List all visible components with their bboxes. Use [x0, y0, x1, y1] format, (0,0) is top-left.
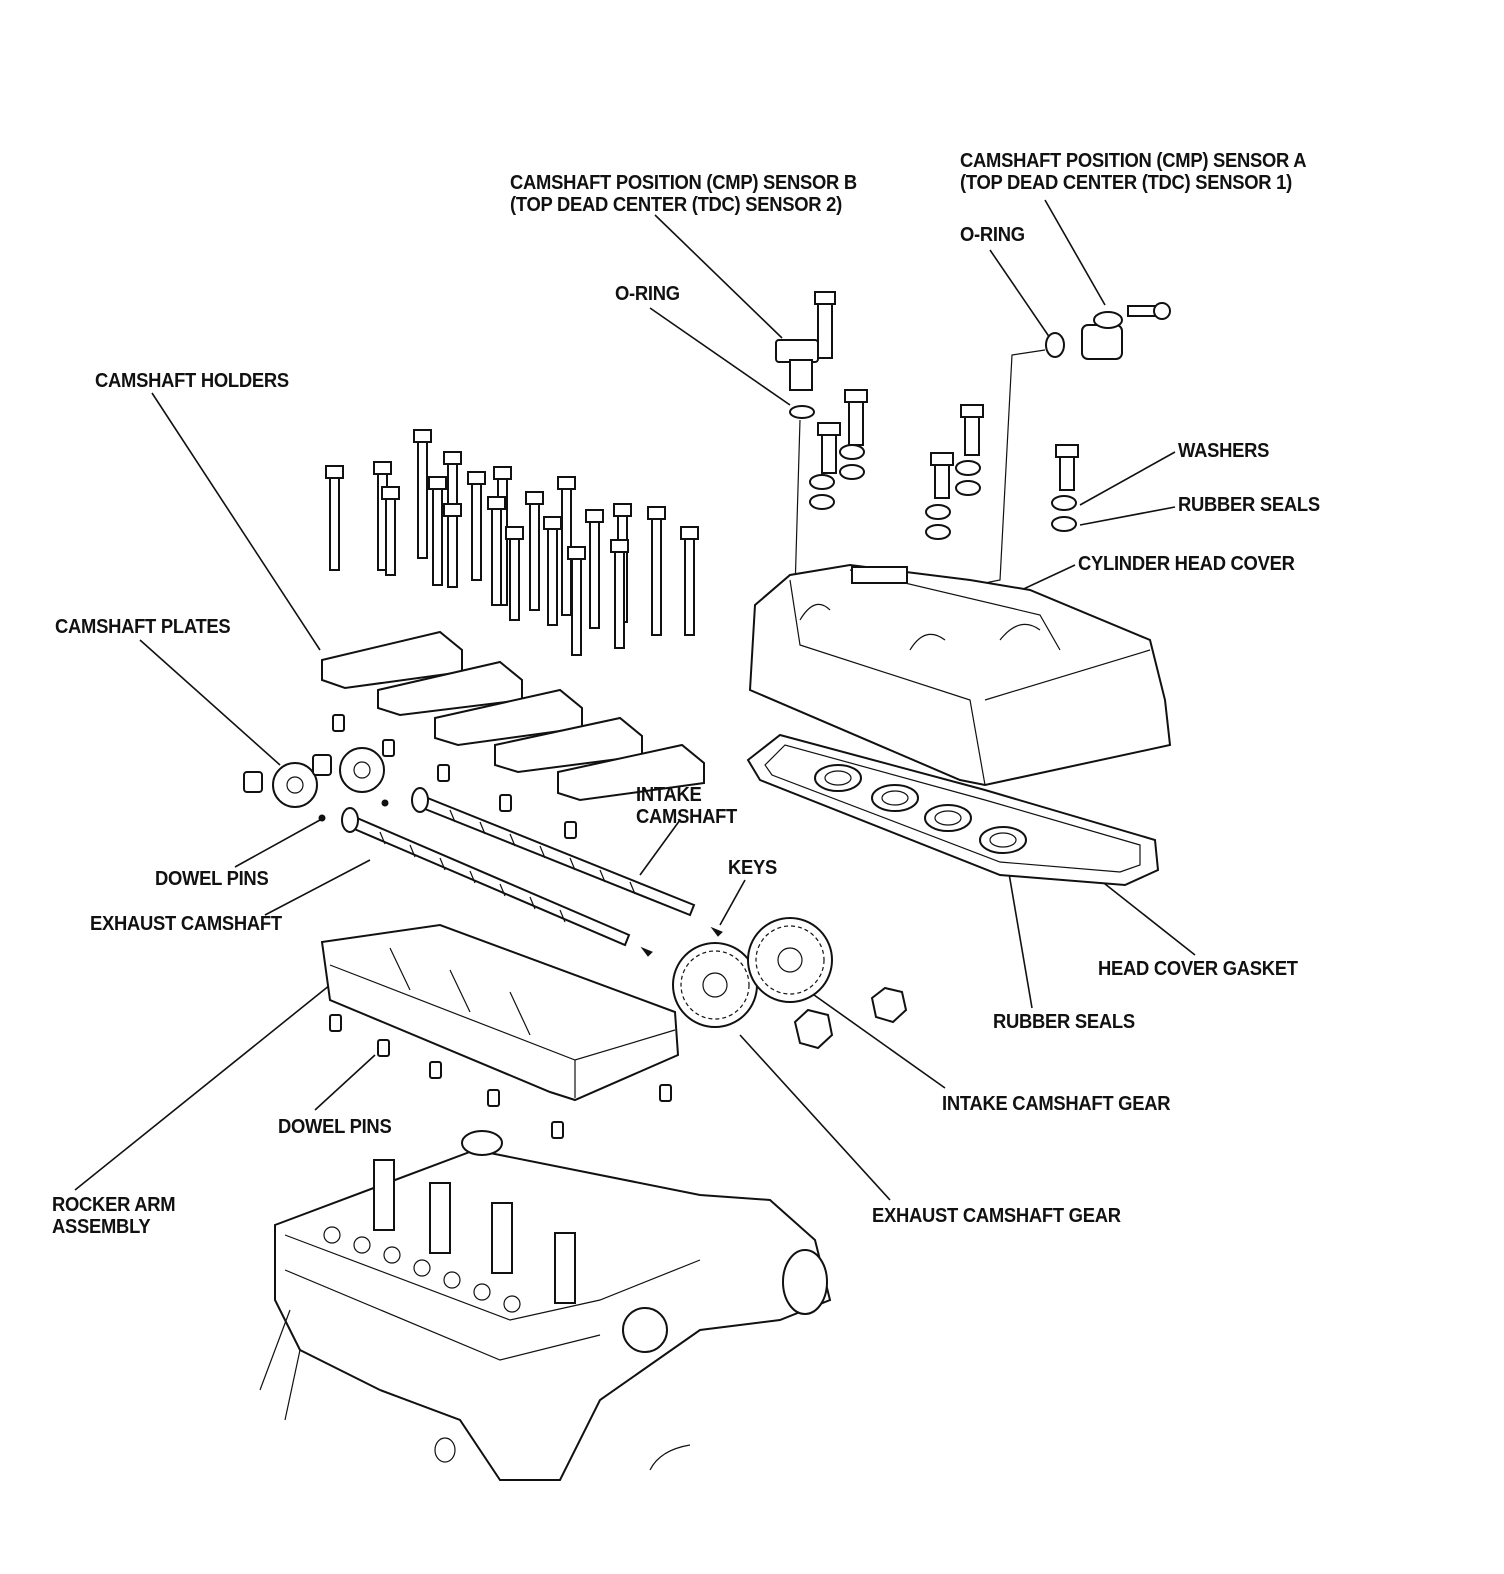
o-ring-a-part [1045, 332, 1065, 358]
leader-intake-camshaft-gear [799, 984, 946, 1089]
label-cmp-sensor-b: CAMSHAFT POSITION (CMP) SENSOR B (TOP DE… [510, 172, 857, 216]
leader-lines [74, 199, 1196, 1201]
camshaft-plates-parts [243, 747, 385, 808]
label-keys: KEYS [728, 857, 778, 879]
keys-parts [640, 926, 723, 957]
label-cylinder-head-cover: CYLINDER HEAD COVER [1078, 553, 1295, 575]
cylinder-head-part [259, 1130, 832, 1481]
label-dowel-pins-upper: DOWEL PINS [155, 868, 269, 890]
leader-camshaft-plates [139, 639, 281, 766]
intake-camshaft-part [411, 787, 696, 917]
leader-rocker-arm-assembly [74, 984, 331, 1191]
label-exhaust-camshaft: EXHAUST CAMSHAFT [90, 913, 282, 935]
label-o-ring-b: O-RING [615, 283, 680, 305]
exhaust-camshaft-part [341, 807, 631, 947]
label-rocker-arm-assembly-line-2: ASSEMBLY [52, 1216, 151, 1238]
label-dowel-pins-lower: DOWEL PINS [278, 1116, 392, 1138]
leader-o-ring-b [649, 307, 791, 406]
rocker-arm-assembly-part [320, 923, 680, 1102]
gear-bolts-parts [793, 986, 908, 1050]
label-cmp-sensor-b-line-1: CAMSHAFT POSITION (CMP) SENSOR B [510, 172, 857, 194]
label-camshaft-holders: CAMSHAFT HOLDERS [95, 370, 289, 392]
label-cmp-sensor-a-line-1: CAMSHAFT POSITION (CMP) SENSOR A [960, 150, 1307, 172]
leader-washers [1079, 451, 1176, 506]
label-cmp-sensor-a-line-2: (TOP DEAD CENTER (TDC) SENSOR 1) [960, 172, 1292, 194]
o-ring-b-part [789, 405, 815, 419]
label-o-ring-a: O-RING [960, 224, 1025, 246]
exhaust-camshaft-gear-part [672, 942, 758, 1028]
head-cover-gasket-part [746, 733, 1160, 887]
label-head-cover-gasket: HEAD COVER GASKET [1098, 958, 1298, 980]
label-intake-camshaft-line-2: CAMSHAFT [636, 806, 738, 828]
cmp-sensor-a-part [1081, 302, 1171, 360]
leader-cmp-sensor-b [654, 214, 783, 339]
leader-cmp-sensor-a [1044, 199, 1106, 306]
label-washers: WASHERS [1178, 440, 1270, 462]
leader-dowel-pins-upper [234, 819, 321, 868]
label-intake-camshaft: INTAKE CAMSHAFT [636, 784, 737, 828]
label-rocker-arm-assembly: ROCKER ARM ASSEMBLY [52, 1194, 176, 1238]
label-rocker-arm-assembly-line-1: ROCKER ARM [52, 1194, 176, 1216]
leader-exhaust-camshaft [264, 859, 371, 916]
leader-exhaust-camshaft-gear [739, 1034, 891, 1201]
label-intake-camshaft-gear: INTAKE CAMSHAFT GEAR [942, 1093, 1171, 1115]
leader-o-ring-a [989, 249, 1051, 339]
head-cover-bolts [809, 389, 1079, 540]
label-cmp-sensor-a: CAMSHAFT POSITION (CMP) SENSOR A (TOP DE… [960, 150, 1306, 194]
leader-intake-camshaft [639, 819, 681, 876]
cylinder-head-cover-part [748, 563, 1172, 787]
label-exhaust-camshaft-gear: EXHAUST CAMSHAFT GEAR [872, 1205, 1121, 1227]
sensor-b-drop-line [794, 419, 801, 591]
label-rubber-seals-top: RUBBER SEALS [1178, 494, 1320, 516]
leader-camshaft-holders [151, 392, 321, 651]
label-rubber-seals-bottom: RUBBER SEALS [993, 1011, 1135, 1033]
cmp-sensor-b-part [775, 291, 836, 391]
intake-camshaft-gear-part [747, 917, 833, 1003]
label-cmp-sensor-b-line-2: (TOP DEAD CENTER (TDC) SENSOR 2) [510, 194, 842, 216]
leader-head-cover-gasket [1099, 879, 1196, 956]
label-intake-camshaft-line-1: INTAKE [636, 784, 702, 806]
leader-dowel-pins-lower [314, 1054, 376, 1111]
camshaft-holders-parts [321, 630, 705, 802]
camshaft-holder-bolts [325, 429, 699, 656]
leader-keys [719, 879, 746, 926]
dowel-pins-parts [318, 714, 672, 1139]
label-camshaft-plates: CAMSHAFT PLATES [55, 616, 231, 638]
leader-rubber-seals-top [1079, 506, 1176, 526]
